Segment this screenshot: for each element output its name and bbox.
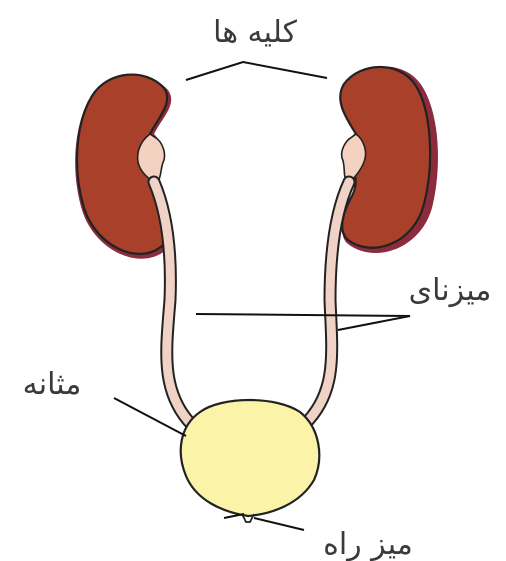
right-kidney bbox=[340, 66, 438, 253]
urethra-pointer bbox=[224, 514, 304, 530]
kidneys-label: کلیه ها bbox=[213, 15, 298, 50]
ureters bbox=[154, 182, 349, 425]
bladder-body bbox=[181, 400, 320, 516]
bladder bbox=[181, 400, 320, 522]
kidneys-pointer bbox=[186, 62, 327, 80]
ureters-pointer bbox=[196, 314, 410, 330]
bladder-label: مثانه bbox=[23, 367, 82, 402]
urethra-label: میز راه bbox=[323, 527, 413, 561]
ureters-label: میزنای bbox=[409, 273, 492, 308]
left-kidney bbox=[75, 75, 171, 259]
